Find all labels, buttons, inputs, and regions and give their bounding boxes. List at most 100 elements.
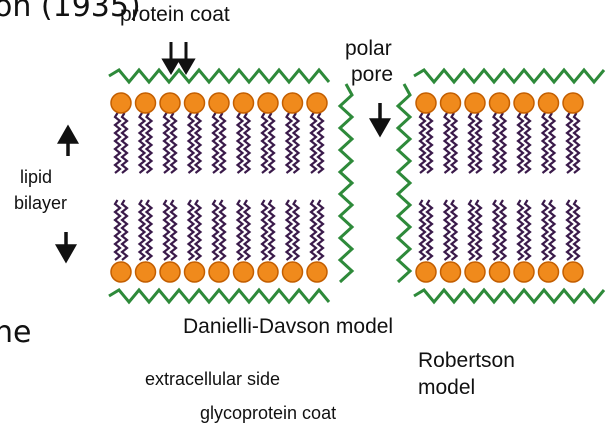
lipid-head — [307, 262, 327, 282]
protein-coat-pore-wall-right — [398, 84, 410, 282]
lipid-tail — [294, 200, 299, 260]
lipid-tail — [574, 200, 579, 260]
lipid-head — [136, 93, 156, 113]
lipid-tail — [550, 200, 555, 260]
lipid-head — [539, 93, 559, 113]
lipid-head — [111, 262, 131, 282]
lipid-head — [539, 262, 559, 282]
lipid-tail — [452, 113, 457, 173]
lipid-tail — [269, 200, 274, 260]
lipid-tail — [140, 200, 145, 260]
lipid-tail — [311, 113, 316, 173]
lipid-tail — [238, 113, 243, 173]
lipid-tail — [311, 200, 316, 260]
lipid-head — [209, 93, 229, 113]
lipid-tail — [245, 113, 250, 173]
protein-coat-top — [109, 70, 329, 82]
lipid-tail — [420, 200, 425, 260]
lipid-tail — [550, 113, 555, 173]
lipid-tail — [445, 113, 450, 173]
lipid-tail — [501, 113, 506, 173]
lipid-tail — [287, 200, 292, 260]
lipid-tail — [318, 200, 323, 260]
lipid-tail — [115, 113, 120, 173]
protein-coat-top — [414, 70, 604, 82]
lipid-tail — [213, 200, 218, 260]
lipid-tail — [427, 113, 432, 173]
lipid-tail — [494, 113, 499, 173]
lipid-head — [258, 262, 278, 282]
lipid-head — [307, 93, 327, 113]
lipid-tail — [220, 200, 225, 260]
lipid-tail — [122, 113, 127, 173]
lipid-head — [490, 93, 510, 113]
lipid-tail — [213, 113, 218, 173]
lipid-head — [160, 262, 180, 282]
protein-coat-pore-wall — [340, 84, 352, 282]
robertson-label-line2: model — [418, 377, 475, 398]
lipid-head — [563, 262, 583, 282]
lipid-tail — [420, 113, 425, 173]
robertson-label-line1: Robertson — [418, 350, 515, 371]
lipid-tail — [262, 113, 267, 173]
lipid-head — [416, 93, 436, 113]
lipid-tail — [476, 200, 481, 260]
lipid-head — [563, 93, 583, 113]
lipid-head — [234, 262, 254, 282]
lipid-tail — [567, 113, 572, 173]
polar-pore-label-line1: polar — [345, 38, 392, 59]
lipid-head — [465, 93, 485, 113]
lipid-bilayer-label-line2: bilayer — [14, 194, 67, 212]
lipid-head — [185, 262, 205, 282]
polar-pore-label-line2: pore — [351, 64, 393, 85]
lipid-tail — [147, 200, 152, 260]
lipid-bilayer-arrow-down — [58, 232, 74, 260]
lipid-head — [136, 262, 156, 282]
lipid-head — [258, 93, 278, 113]
lipid-tail — [518, 200, 523, 260]
lipid-head — [160, 93, 180, 113]
lipid-head — [111, 93, 131, 113]
lipid-head — [465, 262, 485, 282]
lipid-tail — [115, 200, 120, 260]
lipid-tail — [147, 113, 152, 173]
protein-coat-label: protein coat — [120, 4, 230, 25]
lipid-tail — [287, 113, 292, 173]
lipid-tail — [518, 113, 523, 173]
lipid-tail — [238, 200, 243, 260]
lipid-tail — [189, 200, 194, 260]
lipid-tail — [445, 200, 450, 260]
lipid-bilayer-block-right — [414, 70, 604, 302]
lipid-tail — [294, 113, 299, 173]
lipid-head — [234, 93, 254, 113]
lipid-tail — [269, 113, 274, 173]
lipid-head — [283, 93, 303, 113]
lipid-head — [441, 262, 461, 282]
lipid-tail — [245, 200, 250, 260]
lipid-tail — [543, 113, 548, 173]
lipid-tail — [574, 113, 579, 173]
lipid-tail — [171, 200, 176, 260]
extracellular-side-label: extracellular side — [145, 370, 280, 388]
membrane-layer — [109, 70, 604, 302]
lipid-tail — [196, 113, 201, 173]
lipid-tail — [122, 200, 127, 260]
protein-coat-bottom — [109, 290, 329, 302]
lipid-bilayer-arrow-up — [60, 128, 76, 156]
lipid-tail — [196, 200, 201, 260]
lipid-head — [209, 262, 229, 282]
lipid-tail — [543, 200, 548, 260]
lipid-tail — [140, 113, 145, 173]
lipid-head — [514, 262, 534, 282]
lipid-tail — [476, 113, 481, 173]
lipid-tail — [494, 200, 499, 260]
lipid-tail — [171, 113, 176, 173]
lipid-head — [416, 262, 436, 282]
polar-pore-arrow — [372, 103, 388, 134]
lipid-tail — [164, 113, 169, 173]
lipid-tail — [189, 113, 194, 173]
lipid-tail — [501, 200, 506, 260]
glycoprotein-coat-label: glycoprotein coat — [200, 404, 336, 422]
